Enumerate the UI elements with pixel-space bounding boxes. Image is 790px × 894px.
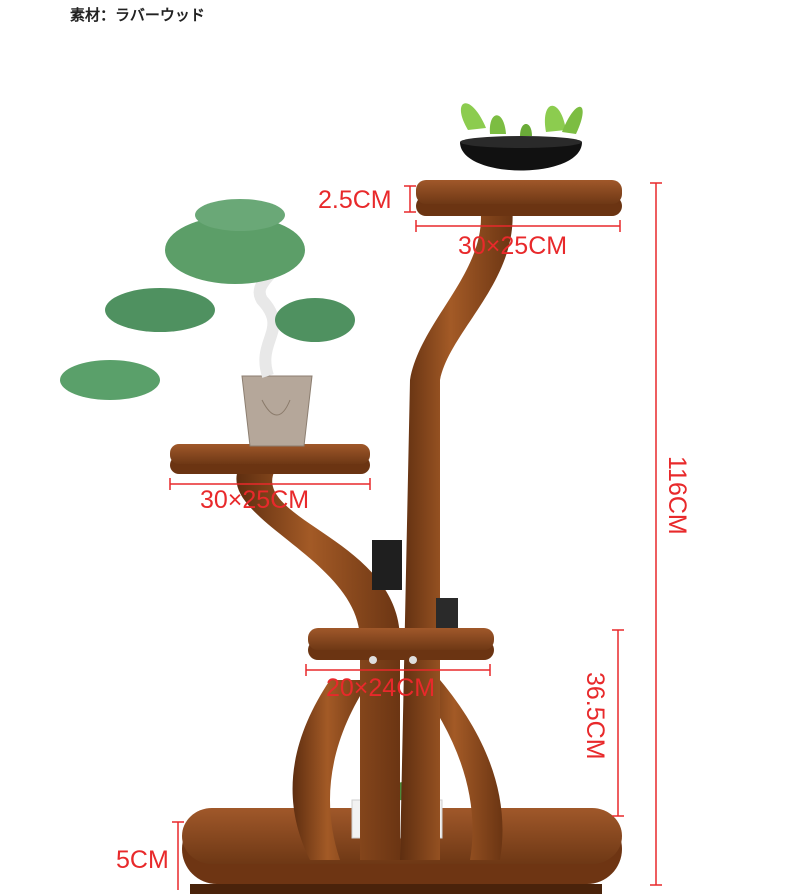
low-shelf bbox=[308, 628, 494, 664]
dim-low-shelf: 20×24CM bbox=[326, 674, 436, 702]
bonsai-pot bbox=[241, 375, 313, 447]
dim-mid-shelf: 30×25CM bbox=[200, 486, 310, 514]
bonsai-tree bbox=[60, 199, 355, 400]
material-caption: 素材：ラバーウッド bbox=[70, 6, 205, 24]
dimension-lines bbox=[169, 182, 662, 890]
top-plant bbox=[460, 103, 583, 171]
dim-top-thickness: 2.5CM bbox=[318, 186, 392, 214]
middle-column bbox=[236, 470, 400, 860]
dim-base-thickness: 5CM bbox=[116, 846, 169, 874]
middle-shelf bbox=[170, 444, 370, 474]
tall-column bbox=[400, 205, 513, 860]
dim-low-height: 36.5CM bbox=[581, 672, 609, 760]
decor-box bbox=[372, 540, 458, 628]
top-shelf bbox=[416, 180, 622, 216]
dim-total-height: 116CM bbox=[663, 456, 691, 535]
dim-top-shelf: 30×25CM bbox=[458, 232, 568, 260]
lower-legs bbox=[292, 680, 503, 860]
